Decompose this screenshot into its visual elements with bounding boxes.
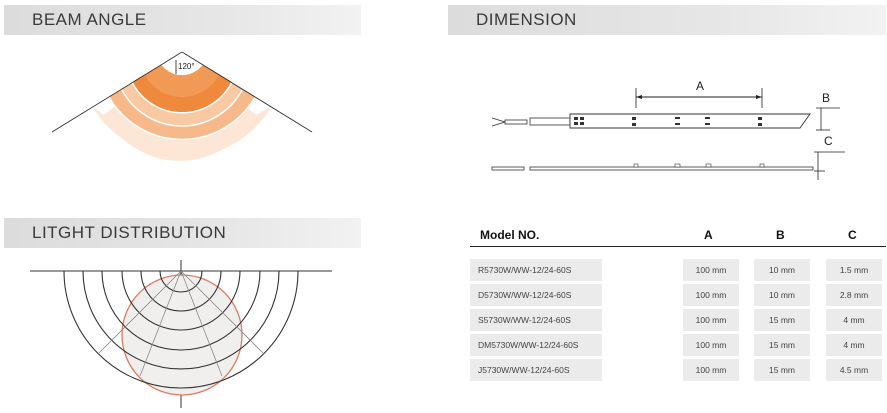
distribution-arc-2 (140, 270, 222, 312)
beam-angle-header: BEAM ANGLE (4, 5, 361, 35)
header-b: B (776, 228, 785, 242)
distribution-arc-6 (63, 270, 299, 389)
distribution-arc-3 (121, 270, 241, 331)
distribution-arc-4 (101, 270, 261, 351)
dimension-header: DIMENSION (448, 5, 886, 35)
header-c: C (848, 228, 857, 242)
strip-side-view (491, 163, 814, 171)
distribution-arc-1 (159, 270, 203, 293)
dim-b-label: B (822, 91, 830, 105)
beam-center (160, 52, 204, 76)
light-distribution-title: LITGHT DISTRIBUTION (32, 223, 227, 242)
distribution-rays (98, 270, 264, 377)
beam-angle-label: 120° (178, 62, 195, 71)
beam-band-outer (92, 106, 272, 161)
beam-edge-left (51, 51, 183, 133)
dim-c-label: C (824, 134, 833, 148)
beam-angle-title: BEAM ANGLE (32, 10, 147, 29)
distribution-arc-5 (82, 270, 280, 370)
table-header: Model NO. A B C (470, 222, 886, 247)
light-distribution-header: LITGHT DISTRIBUTION (4, 218, 361, 248)
strip-top-view (491, 113, 811, 129)
distribution-arcs (63, 270, 299, 389)
dimension-title: DIMENSION (476, 10, 577, 29)
header-a: A (704, 228, 713, 242)
beam-edge-right (181, 51, 313, 133)
header-model: Model NO. (480, 228, 540, 242)
dim-a-label: A (696, 79, 704, 93)
